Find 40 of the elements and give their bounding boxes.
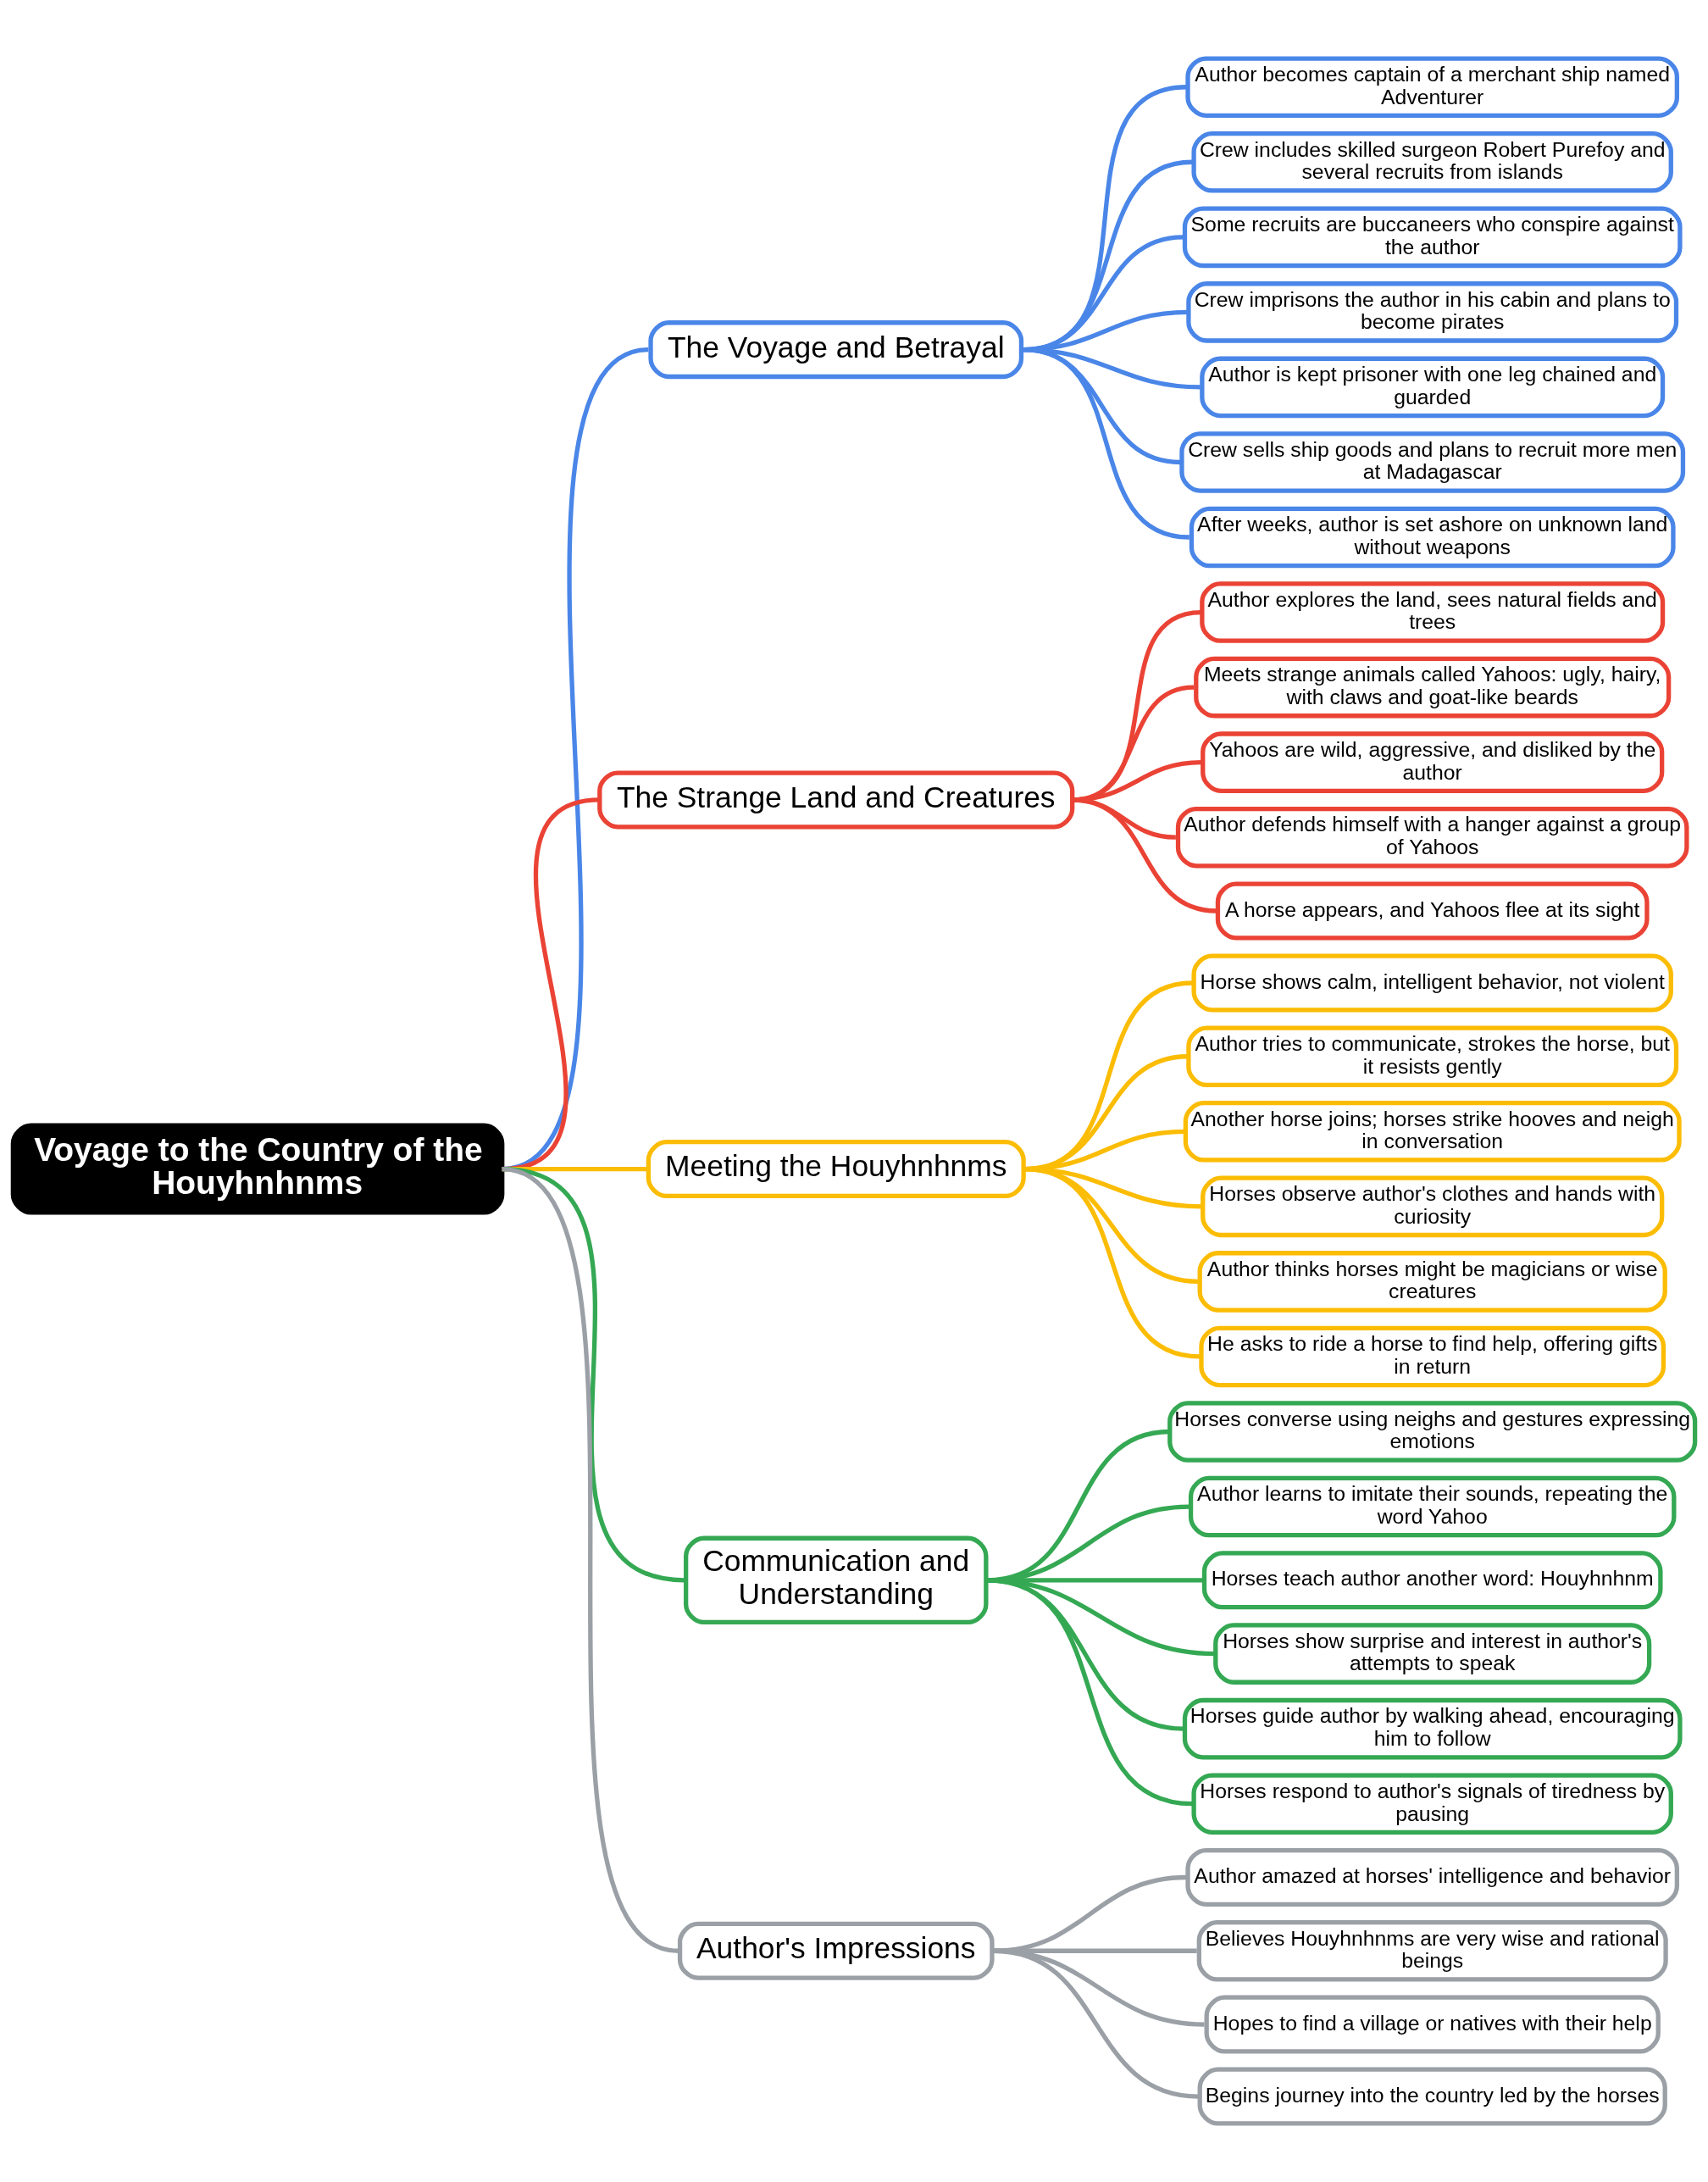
node-box: Author learns to imitate their sounds, repeating the word Yahoo (1188, 1475, 1677, 1538)
node-box: Begins journey into the country led by the horses (1197, 2067, 1667, 2126)
node-box: Meeting the Houyhnhnms (646, 1140, 1026, 1199)
node-box: Horses respond to author's signals of tiredness by pausing (1191, 1773, 1673, 1835)
node-box: The Strange Land and Creatures (597, 770, 1075, 830)
node-box: Horses converse using neighs and gestures expressing emotions (1167, 1401, 1698, 1463)
node-box: Voyage to the Country of the Houyhnhnms (10, 1123, 505, 1215)
node-box: Meets strange animals called Yahoos: ugly, hairy, with claws and goat-like beards (1194, 656, 1672, 719)
node-box: Crew includes skilled surgeon Robert Purefoy and several recruits from islands (1191, 130, 1673, 193)
node-box: Author's Impressions (677, 1921, 995, 1980)
node-box: Crew imprisons the author in his cabin and plans to become pirates (1186, 281, 1679, 343)
node-box: Author amazed at horses' intelligence and behavior (1185, 1847, 1680, 1907)
connector (501, 1167, 679, 1953)
node-box: Another horse joins; horses strike hooves and neigh in conversation (1183, 1101, 1682, 1163)
node-box: Author is kept prisoner with one leg chained and guarded (1200, 356, 1666, 419)
node-box: Horses teach author another word: Houyhnhnm (1201, 1551, 1663, 1610)
node-box: Horse shows calm, intelligent behavior, not violent (1191, 953, 1673, 1013)
node-box: The Voyage and Betrayal (648, 320, 1024, 380)
node-box: Horses guide author by walking ahead, encouraging him to follow (1182, 1697, 1683, 1760)
node-box: Horses observe author's clothes and hands with curiosity (1201, 1175, 1665, 1238)
node-box: Yahoos are wild, aggressive, and disliked by the author (1201, 731, 1665, 793)
node-box: Communication and Understanding (684, 1535, 989, 1625)
node-box: Author defends himself with a hanger against a group of Yahoos (1175, 806, 1689, 869)
connector (1024, 1166, 1201, 1359)
node-box: Author becomes captain of a merchant ship named Adventurer (1185, 56, 1680, 119)
node-box: A horse appears, and Yahoos flee at its sight (1215, 881, 1650, 941)
node-box: After weeks, author is set ashore on unknown land without weapons (1189, 506, 1676, 569)
connector (1072, 797, 1217, 913)
connector (987, 1578, 1193, 1807)
node-box: Believes Houyhnhnms are very wise and rational beings (1196, 1919, 1668, 1982)
node-box: Author explores the land, sees natural fields and trees (1200, 581, 1666, 643)
node-box: Author tries to communicate, strokes the horse, but it resists gently (1186, 1025, 1679, 1088)
node-box: Some recruits are buccaneers who conspire against the author (1182, 206, 1683, 269)
node-box: Crew sells ship goods and plans to recruit more men at Madagascar (1179, 431, 1686, 493)
connector (993, 1948, 1199, 2099)
node-box: Author thinks horses might be magicians or wise creatures (1197, 1251, 1667, 1313)
connector (1023, 347, 1190, 540)
node-box: Horses show surprise and interest in author's attempts to speak (1213, 1623, 1652, 1685)
node-box: He asks to ride a horse to find help, offering gifts in return (1199, 1325, 1666, 1388)
node-box: Hopes to find a village or natives with their help (1204, 1995, 1661, 2054)
